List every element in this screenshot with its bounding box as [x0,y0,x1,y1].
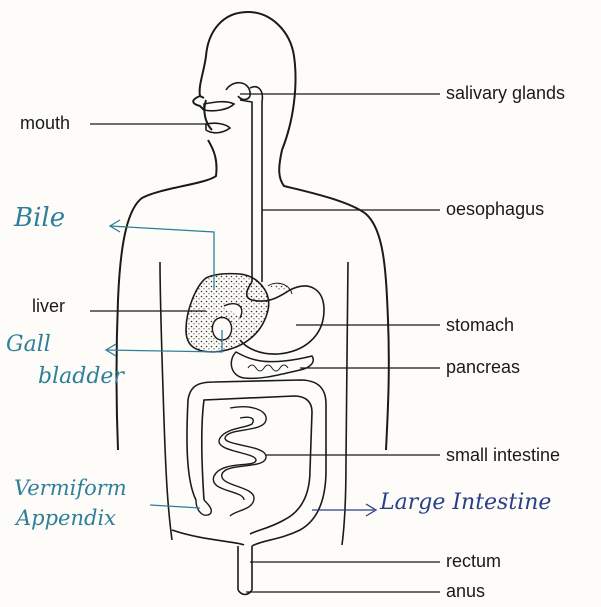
handwritten-large-intestine: Large Intestine [380,492,551,514]
large-intestine [187,380,326,546]
liver-shape [186,274,269,352]
label-pancreas: pancreas [446,358,520,376]
pancreas-texture [248,365,288,371]
label-oesophagus: oesophagus [446,200,544,218]
small-intestine-coils [213,407,266,516]
stomach-fundus [268,283,292,294]
label-liver: liver [32,297,65,315]
handwritten-bladder: bladder [38,366,124,388]
oesophagus-tube [240,87,262,282]
rectum-shape [238,546,252,595]
label-salivary-glands: salivary glands [446,84,565,102]
pancreas-shape [231,352,313,378]
salivary-gland-shape [226,83,250,100]
label-stomach: stomach [446,316,514,334]
handwritten-bile: Bile [14,205,65,231]
label-rectum: rectum [446,552,501,570]
handwritten-appendix: Appendix [16,508,116,529]
label-small-intestine: small intestine [446,446,560,464]
handwritten-vermiform: Vermiform [14,478,127,499]
handwritten-gall: Gall [6,334,51,356]
label-anus: anus [446,582,485,600]
mouth-shape [204,102,234,133]
label-mouth: mouth [20,114,70,132]
leader-appendix [150,505,200,508]
